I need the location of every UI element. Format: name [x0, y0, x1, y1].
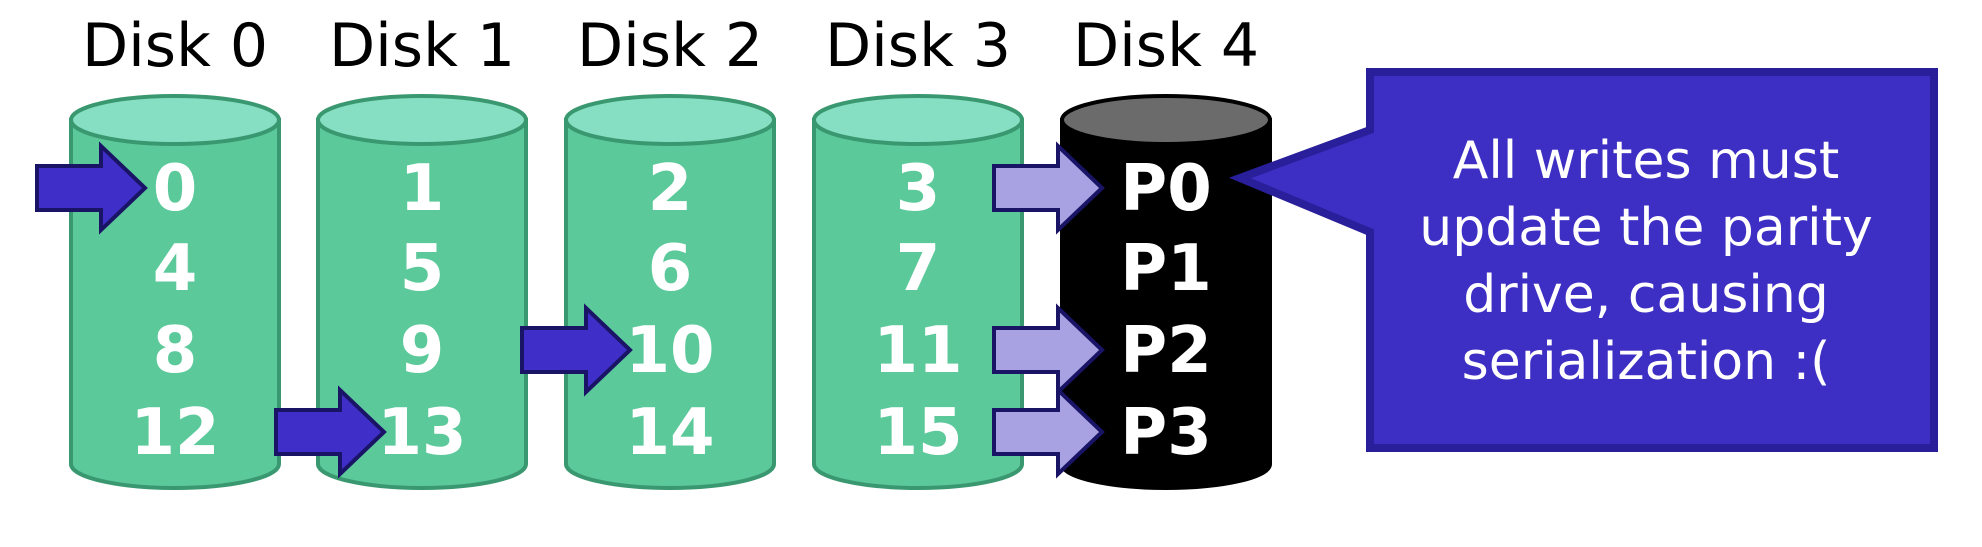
block-label: 12 [130, 396, 219, 470]
disk-body [1060, 118, 1272, 490]
block-label: 0 [153, 152, 198, 226]
write-arrow-4 [992, 303, 1105, 397]
callout-line-3: drive, causing [1463, 265, 1829, 325]
callout-line-2: update the parity [1419, 198, 1872, 258]
disk-top [812, 94, 1024, 146]
block-label: 13 [377, 396, 466, 470]
disk-body [812, 118, 1024, 490]
block-label: 7 [896, 232, 941, 306]
block-label: 2 [648, 152, 693, 226]
write-arrow-0 [35, 141, 148, 235]
block-label: P2 [1120, 314, 1211, 388]
disk-label: Disk 0 [82, 11, 268, 81]
block-label: 11 [873, 314, 962, 388]
disk-label: Disk 3 [825, 11, 1011, 81]
disk-body [316, 118, 528, 490]
write-arrow-2 [520, 303, 633, 397]
callout-line-4: serialization :( [1462, 332, 1831, 392]
disk-label: Disk 1 [329, 11, 515, 81]
block-label: 10 [625, 314, 714, 388]
write-arrow-1 [274, 385, 387, 479]
disk-top [69, 94, 281, 146]
block-label: 8 [153, 314, 198, 388]
write-arrow-5 [992, 385, 1105, 479]
block-label: 3 [896, 152, 941, 226]
disk-label: Disk 4 [1073, 11, 1259, 81]
disk-top [564, 94, 776, 146]
write-arrows-layer [35, 141, 1105, 479]
disk-1: Disk 1 15 9 13 [316, 11, 528, 490]
block-label: 15 [873, 396, 962, 470]
callout-bubble [1229, 68, 1938, 452]
disk-body [564, 118, 776, 490]
block-label: 1 [400, 152, 445, 226]
block-label: P0 [1120, 152, 1211, 226]
callout-line-1: All writes must [1453, 131, 1839, 191]
disk-body [69, 118, 281, 490]
disk-top [316, 94, 528, 146]
block-label: 6 [648, 232, 693, 306]
block-label: 9 [400, 314, 445, 388]
block-label: P3 [1120, 396, 1211, 470]
disk-top [1060, 94, 1272, 146]
disk-3: Disk 3 37 11 15 [812, 11, 1024, 490]
disk-2: Disk 2 26 10 14 [564, 11, 776, 490]
block-label: 5 [400, 232, 445, 306]
write-arrow-3 [992, 141, 1105, 235]
block-label: P1 [1120, 232, 1211, 306]
callout: All writes must update the parity drive,… [1229, 68, 1938, 452]
block-label: 4 [153, 232, 198, 306]
disk-0: Disk 0 04 8 12 [69, 11, 281, 490]
disk-label: Disk 2 [577, 11, 763, 81]
block-label: 14 [625, 396, 714, 470]
